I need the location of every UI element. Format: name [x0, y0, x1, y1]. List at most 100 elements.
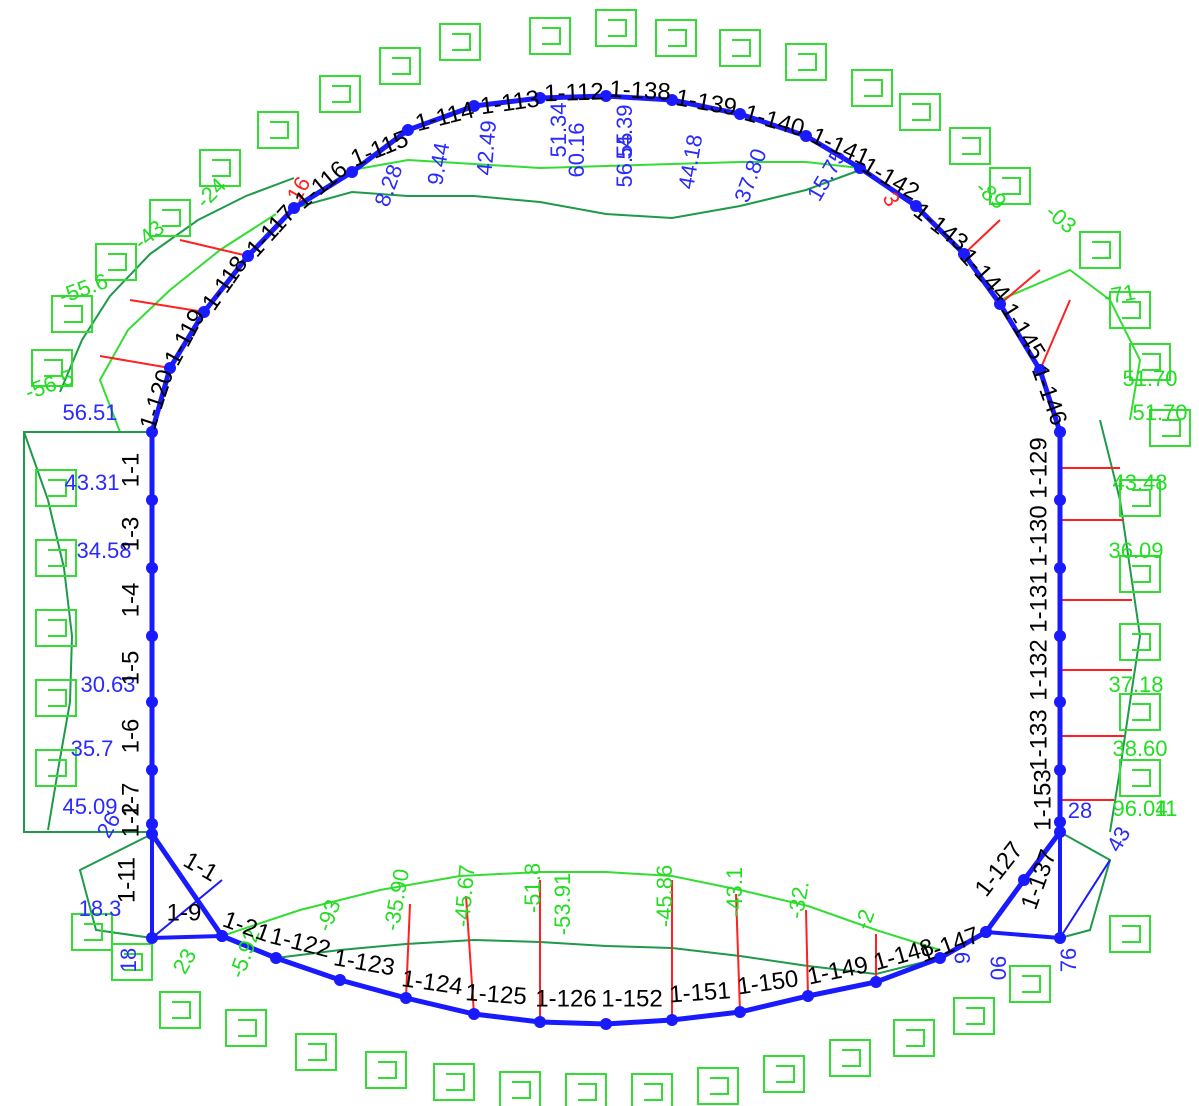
hatch-line [129, 299, 205, 313]
element-label-top-left: 1-119 [159, 305, 211, 370]
hatch-line [405, 903, 411, 999]
frame-node [802, 990, 814, 1002]
hatch-line [963, 219, 1001, 255]
element-label-top-left: 1-116 [290, 156, 353, 215]
force-hatching [99, 219, 1132, 1022]
force-value: 43 [1102, 822, 1136, 856]
frame-node [958, 248, 970, 260]
frame-node [534, 1016, 546, 1028]
force-value: 76 [1056, 948, 1081, 972]
section-bracket [433, 1063, 475, 1101]
section-bracket [199, 149, 241, 187]
element-label-left-wall: 1-5 [117, 651, 144, 686]
left-wall-force-curve [23, 431, 74, 831]
section-bracket [1149, 409, 1191, 447]
frame-node [146, 932, 158, 944]
section-bracket [1119, 693, 1161, 731]
frame-node [1054, 816, 1066, 828]
force-value: 8.28 [369, 161, 407, 210]
hatch-line [805, 909, 809, 997]
section-bracket [379, 47, 421, 85]
section-bracket [763, 1055, 805, 1093]
force-value: 36.09 [1108, 538, 1163, 563]
force-value: -71 [1102, 279, 1138, 309]
hatch-line [99, 355, 171, 369]
section-brackets [31, 9, 1191, 1106]
section-bracket [257, 111, 299, 149]
section-bracket [719, 29, 761, 67]
force-value: 54.39 [612, 104, 637, 159]
force-value: -45.86 [652, 865, 677, 927]
bottom-force-curve-inner [275, 938, 941, 976]
frame-node [146, 696, 158, 708]
element-label-right-wall: 1-131 [1025, 571, 1052, 632]
frame-node [334, 974, 346, 986]
section-bracket [1129, 343, 1171, 381]
frame-node [242, 250, 254, 262]
section-bracket [159, 991, 201, 1029]
element-label-left-wall: 1-2 [117, 803, 144, 838]
force-value: 9.44 [422, 140, 454, 187]
section-bracket [1079, 231, 1121, 269]
force-value: 43.31 [64, 470, 119, 495]
section-bracket [529, 17, 571, 55]
section-bracket [319, 75, 361, 113]
force-value: 96.04 [1112, 796, 1167, 821]
section-bracket [35, 749, 77, 787]
frame-node [1054, 630, 1066, 642]
force-value: 28 [1068, 798, 1092, 823]
section-bracket [1119, 479, 1161, 517]
frame-node [346, 166, 358, 178]
frame-node [146, 562, 158, 574]
section-bracket [365, 1051, 407, 1089]
element-label-top-right: 1-143 [908, 198, 973, 257]
frame-node [164, 362, 176, 374]
hatch-line [179, 239, 249, 257]
element-label-bottom: 1-150 [736, 965, 801, 1000]
element-label-top: 1-112 [544, 78, 605, 107]
force-value: 51.70 [1132, 400, 1187, 425]
frame-node [146, 764, 158, 776]
section-bracket [35, 539, 77, 577]
frame-node [1054, 764, 1066, 776]
element-label-top: 1-139 [674, 84, 739, 121]
element-label-bottom: 1-152 [601, 985, 662, 1012]
element-label-left-wall: 1-4 [117, 583, 144, 618]
hatch-line [1039, 299, 1071, 371]
force-value: 51.70 [1122, 366, 1177, 391]
section-bracket [949, 127, 991, 165]
frame-node [270, 952, 282, 964]
section-bracket [35, 679, 77, 717]
force-value: -32. [783, 879, 814, 921]
frame-node [146, 426, 158, 438]
frame-node [854, 162, 866, 174]
section-bracket [565, 1073, 607, 1106]
element-label-left-wall: 1-7 [117, 783, 144, 818]
frame-node [1054, 696, 1066, 708]
top-force-curve [293, 169, 861, 220]
frame-node [734, 1006, 746, 1018]
force-value: 18 [116, 948, 141, 972]
force-value: 42.49 [471, 119, 501, 176]
element-label-top: 1-114 [413, 97, 477, 138]
force-value: 9 [950, 952, 975, 964]
section-bracket [595, 9, 637, 47]
hatch-line [465, 895, 475, 1015]
force-value: 38.60 [1112, 736, 1167, 761]
frame-node [146, 630, 158, 642]
bottom-force-curve [221, 871, 941, 951]
frame-line [149, 93, 1063, 1027]
frame-node [1054, 826, 1066, 838]
frame-node [934, 952, 946, 964]
section-bracket [51, 295, 93, 333]
element-label-bottom-left: 1-9 [167, 899, 202, 926]
force-value: -43.1 [722, 867, 747, 917]
force-value: 51.34 [546, 102, 571, 157]
element-label-top-left: 1-120 [135, 366, 180, 433]
frame-node [1054, 562, 1066, 574]
frame-node [980, 926, 992, 938]
section-bracket [439, 23, 481, 61]
frame-node [400, 992, 412, 1004]
force-value: -43 [129, 215, 169, 255]
force-value: 56.55 [612, 132, 637, 187]
